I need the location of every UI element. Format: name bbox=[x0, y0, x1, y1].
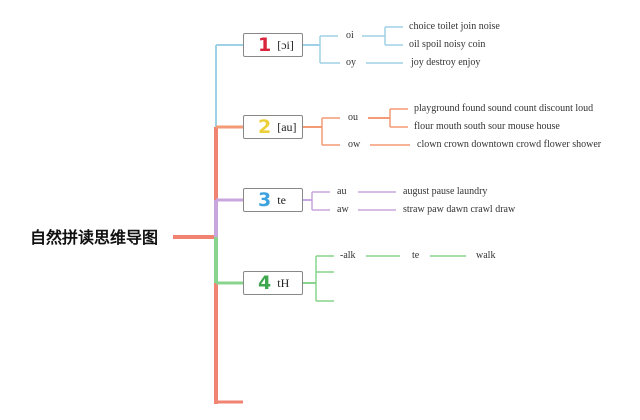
branch-1-label: [ɔi] bbox=[277, 38, 294, 52]
branch-3-key-aw: aw bbox=[337, 204, 349, 215]
branch-2-number: 2 bbox=[258, 115, 272, 138]
map-title: 自然拼读思维导图 bbox=[30, 228, 159, 247]
branch-3-aw-words: straw paw dawn crawl draw bbox=[403, 204, 516, 215]
branch-2-ou-words-1: playground found sound count discount lo… bbox=[414, 103, 594, 114]
branch-3-number: 3 bbox=[258, 188, 272, 211]
branch-2-label: [au] bbox=[277, 120, 297, 134]
branch-1-key-oy: oy bbox=[346, 57, 356, 68]
branch-1-oy-words: joy destroy enjoy bbox=[411, 57, 481, 68]
branch-1-oi-words-2: oil spoil noisy coin bbox=[409, 39, 486, 50]
branch-2-key-ou: ou bbox=[348, 112, 358, 123]
branch-1-node[interactable]: 1 [ɔi] bbox=[243, 33, 303, 57]
branch-4-words-walk: walk bbox=[476, 250, 496, 261]
branch-2-ou-words-2: flour mouth south sour mouse house bbox=[414, 121, 560, 132]
branch-3-node[interactable]: 3 te bbox=[243, 188, 303, 212]
branch-3-key-au: au bbox=[337, 186, 347, 197]
branch-4-label: tH bbox=[277, 276, 290, 290]
branch-1-number: 1 bbox=[258, 33, 272, 56]
branch-1-key-oi: oi bbox=[346, 30, 354, 41]
branch-2-node[interactable]: 2 [au] bbox=[243, 115, 303, 139]
branch-3-label: te bbox=[277, 193, 286, 207]
branch-4-mid-te: te bbox=[412, 250, 420, 261]
branch-4-node[interactable]: 4 tH bbox=[243, 271, 303, 295]
branch-4-key-alk: -alk bbox=[340, 250, 356, 261]
branch-2-key-ow: ow bbox=[348, 139, 361, 150]
branch-4-number: 4 bbox=[258, 271, 272, 294]
branch-2-ow-words: clown crown downtown crowd flower shower bbox=[417, 139, 602, 150]
branch-1-oi-words-1: choice toilet join noise bbox=[409, 21, 500, 32]
branch-3-au-words: august pause laundry bbox=[403, 186, 488, 197]
